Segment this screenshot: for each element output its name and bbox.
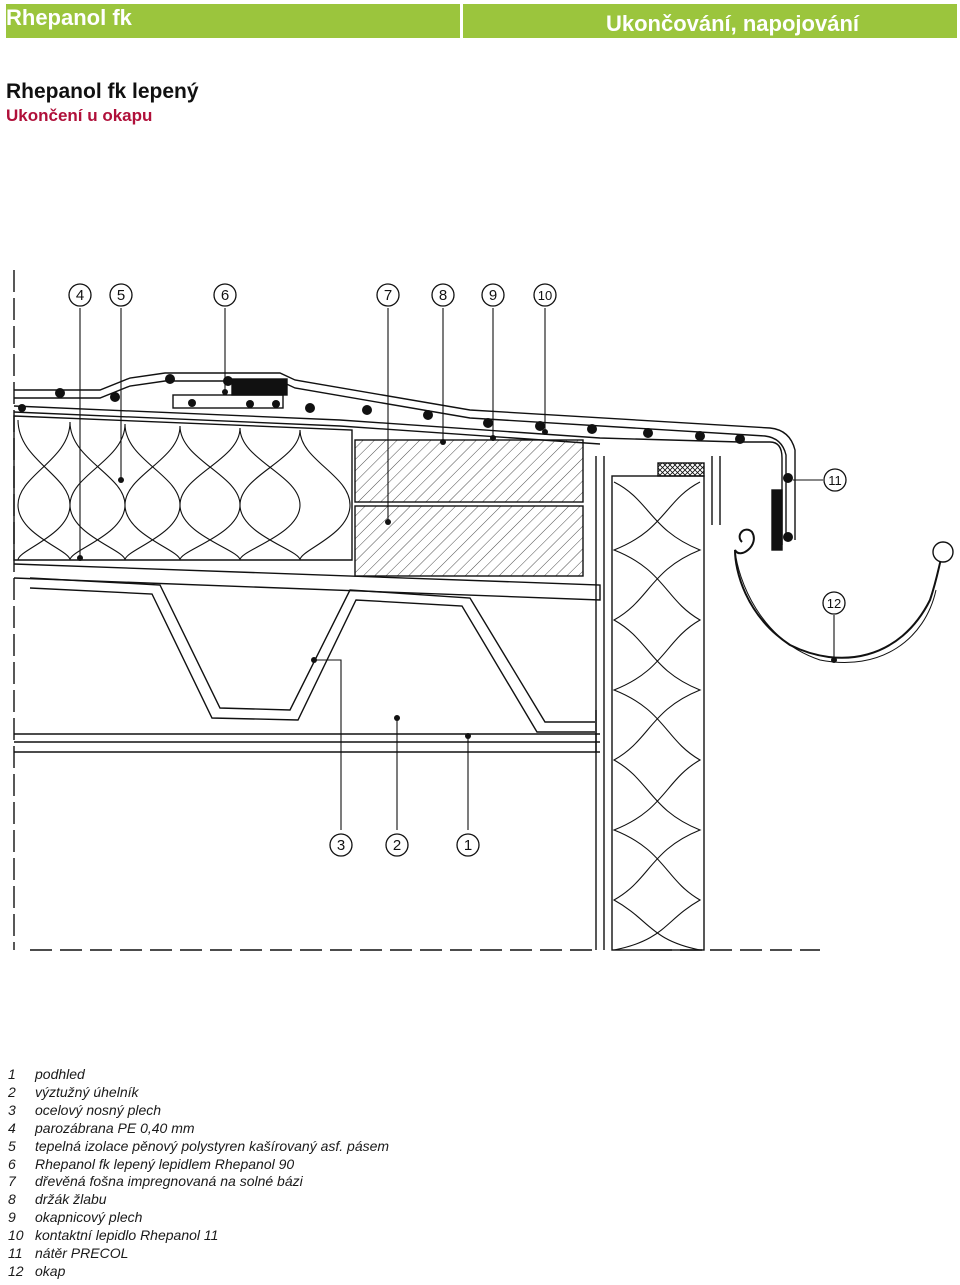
callout-5: 5 — [109, 283, 133, 307]
legend-text: nátěr PRECOL — [35, 1245, 129, 1262]
legend-item: 5 tepelná izolace pěnový polystyren kašír… — [8, 1138, 389, 1156]
legend-text: kontaktní lepidlo Rhepanol 11 — [35, 1227, 219, 1244]
svg-text:1: 1 — [464, 837, 472, 854]
legend-number: 8 — [8, 1191, 16, 1208]
legend-number: 9 — [8, 1209, 16, 1226]
legend-text: Rhepanol fk lepený lepidlem Rhepanol 90 — [35, 1155, 295, 1172]
legend-number: 10 — [8, 1227, 24, 1244]
legend-text: okap — [35, 1262, 66, 1279]
callout-7: 7 — [376, 283, 400, 307]
legend-item: 4 parozábrana PE 0,40 mm — [8, 1120, 389, 1138]
brand-title: Rhepanol fk — [6, 5, 132, 30]
svg-text:4: 4 — [76, 287, 84, 304]
header-band-right — [463, 4, 957, 38]
callout-10: 10 — [533, 283, 557, 307]
callout-12: 12 — [822, 591, 846, 615]
legend-item: 8 držák žlabu — [8, 1191, 389, 1209]
legend-item: 2 výztužný úhelník — [8, 1084, 389, 1102]
svg-text:10: 10 — [538, 288, 552, 303]
legend-number: 4 — [8, 1119, 16, 1136]
legend-item: 10 kontaktní lepidlo Rhepanol 11 — [8, 1227, 389, 1245]
callout-11: 11 — [823, 468, 847, 492]
legend-text: tepelná izolace pěnový polystyren kašíro… — [35, 1137, 390, 1154]
svg-text:3: 3 — [337, 837, 345, 854]
legend-text: okapnicový plech — [35, 1209, 143, 1226]
header-band-left — [6, 4, 460, 38]
eave-detail-drawing: 4 5 6 7 8 9 10 11 — [13, 270, 954, 951]
legend-item: 3 ocelový nosný plech — [8, 1102, 389, 1120]
svg-text:12: 12 — [827, 596, 841, 611]
legend-number: 3 — [8, 1101, 16, 1118]
callout-3: 3 — [329, 833, 353, 857]
callout-6: 6 — [213, 283, 237, 307]
legend-item: 1 podhled — [8, 1066, 389, 1084]
svg-text:7: 7 — [384, 287, 392, 304]
callout-8: 8 — [431, 283, 455, 307]
callout-1: 1 — [456, 833, 480, 857]
legend-item: 7 dřevěná fošna impregnovaná na solné báz… — [8, 1173, 389, 1191]
legend: 1 podhled 2 výztužný úhelník 3 ocelový nosn… — [8, 1066, 389, 1281]
legend-text: podhled — [35, 1066, 85, 1082]
legend-text: dřevěná fošna impregnovaná na solné bázi — [35, 1173, 303, 1190]
callout-2: 2 — [385, 833, 409, 857]
legend-text: parozábrana PE 0,40 mm — [35, 1119, 195, 1136]
section-title: Ukončování, napojování — [605, 11, 859, 36]
svg-text:6: 6 — [221, 287, 229, 304]
callout-9: 9 — [481, 283, 505, 307]
legend-item: 12 okap — [8, 1263, 389, 1281]
svg-text:11: 11 — [828, 473, 842, 488]
legend-item: 6 Rhepanol fk lepený lepidlem Rhepanol 90 — [8, 1156, 389, 1174]
svg-text:2: 2 — [393, 837, 401, 854]
legend-number: 11 — [8, 1245, 23, 1262]
legend-number: 5 — [8, 1137, 16, 1154]
legend-item: 9 okapnicový plech — [8, 1209, 389, 1227]
legend-item: 11 nátěr PRECOL — [8, 1245, 389, 1263]
legend-text: držák žlabu — [35, 1191, 107, 1208]
legend-number: 6 — [8, 1155, 16, 1172]
legend-text: výztužný úhelník — [35, 1083, 139, 1100]
legend-number: 1 — [8, 1066, 16, 1082]
callout-4: 4 — [68, 283, 92, 307]
legend-number: 12 — [8, 1262, 24, 1279]
document-title: Rhepanol fk lepený — [6, 80, 199, 103]
legend-text: ocelový nosný plech — [35, 1101, 162, 1118]
document-subtitle: Ukončení u okapu — [6, 106, 153, 125]
svg-text:8: 8 — [439, 287, 447, 304]
svg-text:5: 5 — [117, 287, 125, 304]
svg-text:9: 9 — [489, 287, 497, 304]
legend-number: 7 — [8, 1173, 16, 1190]
legend-number: 2 — [8, 1083, 16, 1100]
